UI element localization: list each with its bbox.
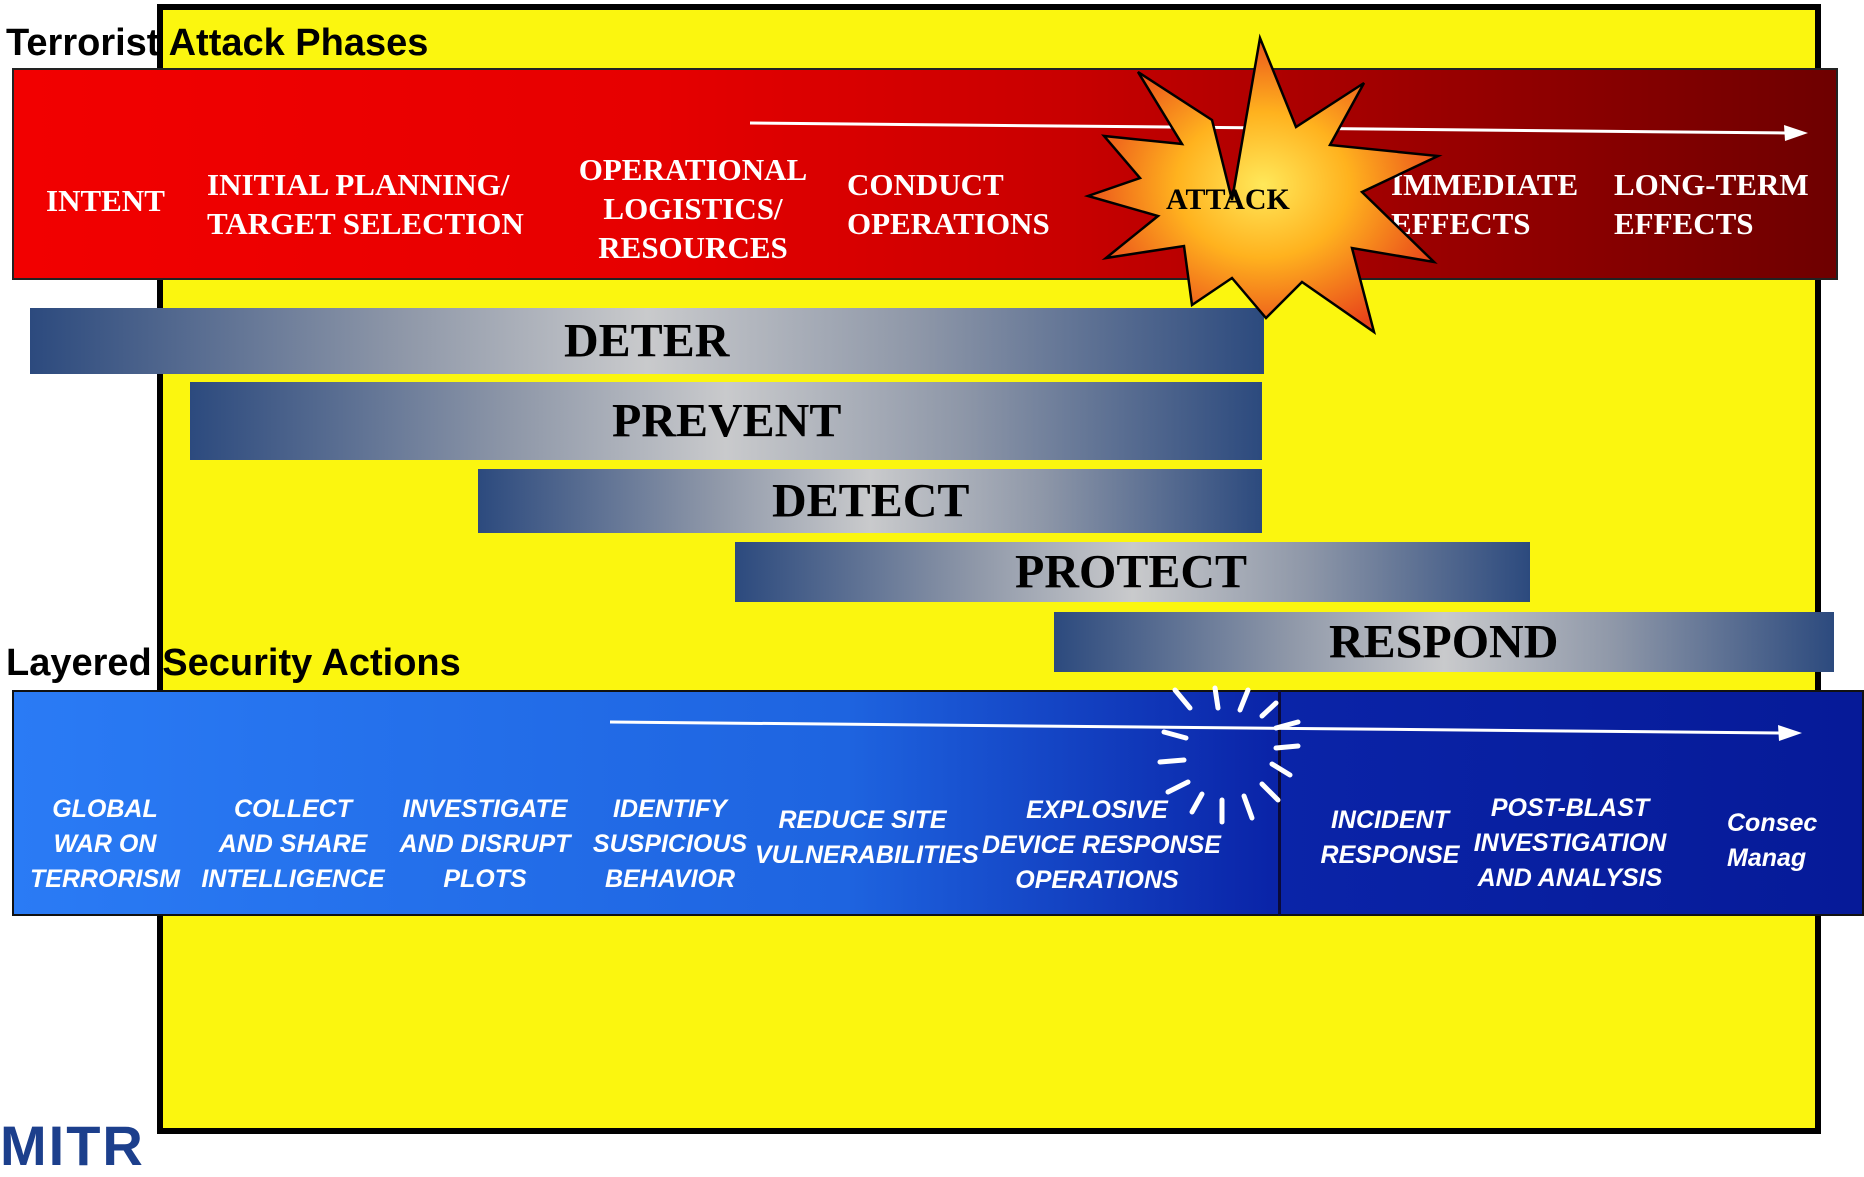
phase-intent: INTENT (46, 183, 165, 218)
attack-phases-band (12, 68, 1838, 280)
action-label-deter: DETER (564, 314, 730, 368)
attack-phases-title: Terrorist Attack Phases (6, 22, 429, 64)
action-bar-respond: RESPOND (1054, 612, 1834, 672)
action-bar-detect: DETECT (478, 469, 1262, 533)
band-divider (1278, 690, 1281, 916)
action-bar-protect: PROTECT (735, 542, 1530, 602)
action-bar-prevent: PREVENT (190, 382, 1262, 460)
action-label-respond: RESPOND (1329, 615, 1559, 669)
phase-initial-planning: INITIAL PLANNING/TARGET SELECTION (207, 167, 524, 241)
action-bar-deter: DETER (30, 308, 1264, 374)
action-label-prevent: PREVENT (612, 394, 842, 448)
mitre-logo: MITR (0, 1114, 145, 1177)
action-label-protect: PROTECT (1015, 545, 1248, 599)
phase-attack: ATTACK (1166, 183, 1290, 216)
action-label-detect: DETECT (772, 474, 970, 528)
security-actions-title: Layered Security Actions (6, 642, 461, 684)
